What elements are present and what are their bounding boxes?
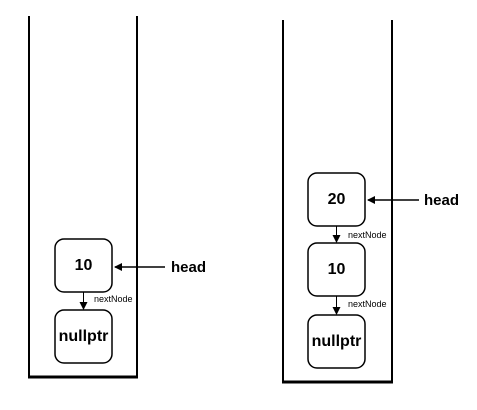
stack-2-node-2: nullptr xyxy=(307,314,366,369)
node-value: 10 xyxy=(328,261,346,278)
stack-2-node-1: 10 xyxy=(307,242,366,297)
edge-label-next-node: nextNode xyxy=(348,230,387,240)
node-box xyxy=(307,314,366,369)
node-value: nullptr xyxy=(59,328,109,345)
stack-1-node-0: 10 xyxy=(54,238,113,293)
node-value: 10 xyxy=(75,257,93,274)
stack-container-2 xyxy=(282,20,393,384)
edge-label-next-node: nextNode xyxy=(94,294,133,304)
head-label: head xyxy=(171,259,206,276)
stack-1-node-1: nullptr xyxy=(54,309,113,364)
head-label: head xyxy=(424,192,459,209)
stack-container-1 xyxy=(28,16,138,379)
stack-2-node-0: 20 xyxy=(307,172,366,227)
node-value: nullptr xyxy=(312,333,362,350)
node-value: 20 xyxy=(328,191,346,208)
edge-label-next-node: nextNode xyxy=(348,299,387,309)
node-box xyxy=(54,309,113,364)
